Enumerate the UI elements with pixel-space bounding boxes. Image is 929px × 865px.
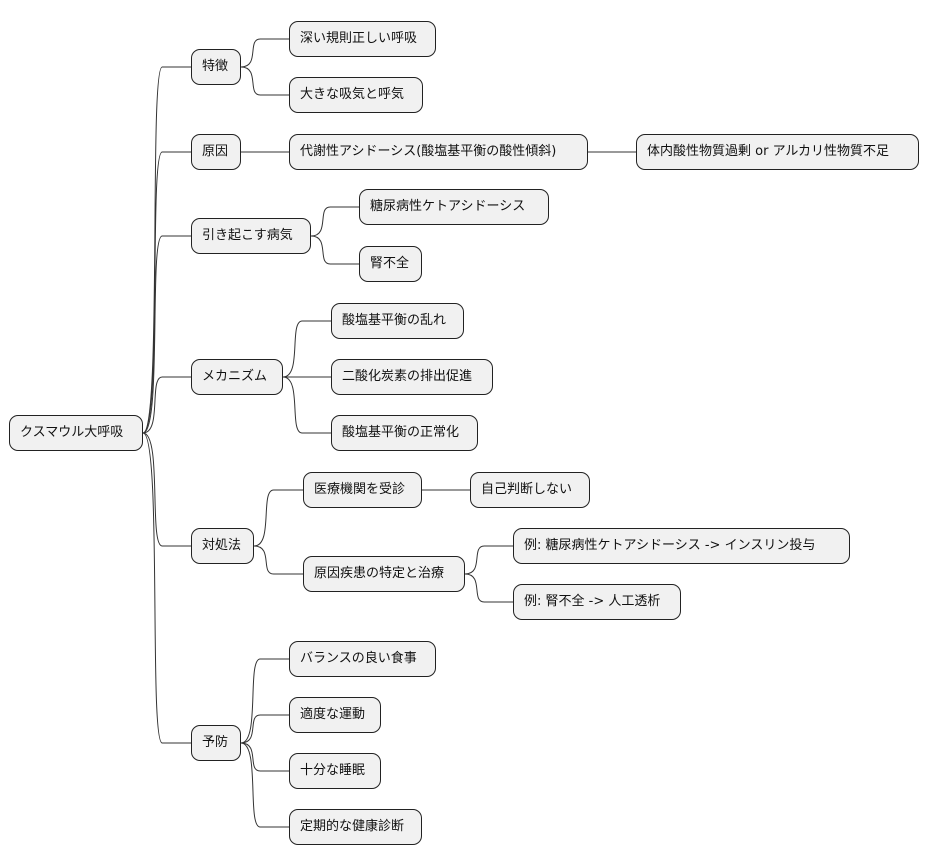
- connector-line: [282, 376, 331, 434]
- connector-line: [142, 376, 191, 434]
- connector-line: [142, 235, 191, 434]
- connector-line: [310, 206, 359, 237]
- connector-line: [142, 432, 191, 744]
- connector-line: [240, 742, 289, 828]
- branch-node: 特徴: [191, 49, 241, 85]
- branch-node: メカニズム: [191, 359, 283, 395]
- connector-line: [142, 66, 191, 434]
- connector-line: [240, 66, 289, 96]
- leaf-node: 体内酸性物質過剰 or アルカリ性物質不足: [636, 134, 919, 170]
- connector-line: [464, 573, 513, 603]
- connector-line: [240, 38, 289, 68]
- root-node: クスマウル大呼吸: [9, 415, 143, 451]
- leaf-node: 例: 腎不全 -> 人工透析: [513, 584, 681, 620]
- leaf-node: 例: 糖尿病性ケトアシドーシス -> インスリン投与: [513, 528, 850, 564]
- leaf-node: バランスの良い食事: [289, 641, 436, 677]
- branch-node: 対処法: [191, 528, 254, 564]
- leaf-node: 代謝性アシドーシス(酸塩基平衡の酸性傾斜): [289, 134, 588, 170]
- connector-line: [240, 742, 289, 772]
- connector-line: [310, 235, 359, 265]
- connector-line: [240, 658, 289, 744]
- leaf-node: 原因疾患の特定と治療: [303, 556, 465, 592]
- leaf-node: 適度な運動: [289, 697, 381, 733]
- connector-line: [282, 320, 331, 378]
- leaf-node: 酸塩基平衡の正常化: [331, 415, 478, 451]
- branch-node: 引き起こす病気: [191, 218, 311, 254]
- connector-line: [253, 489, 303, 547]
- connector-line: [240, 714, 289, 744]
- leaf-node: 自己判断しない: [470, 472, 590, 508]
- leaf-node: 医療機関を受診: [303, 472, 422, 508]
- connector-line: [464, 545, 513, 575]
- leaf-node: 腎不全: [359, 246, 422, 282]
- leaf-node: 酸塩基平衡の乱れ: [331, 303, 464, 339]
- branch-node: 予防: [191, 725, 241, 761]
- leaf-node: 深い規則正しい呼吸: [289, 21, 436, 57]
- leaf-node: 十分な睡眠: [289, 753, 381, 789]
- leaf-node: 糖尿病性ケトアシドーシス: [359, 189, 549, 225]
- connector-line: [142, 151, 191, 434]
- connector-line: [142, 432, 191, 547]
- leaf-node: 定期的な健康診断: [289, 809, 422, 845]
- branch-node: 原因: [191, 134, 241, 170]
- leaf-node: 大きな吸気と呼気: [289, 77, 423, 113]
- connector-line: [253, 545, 303, 575]
- leaf-node: 二酸化炭素の排出促進: [331, 359, 493, 395]
